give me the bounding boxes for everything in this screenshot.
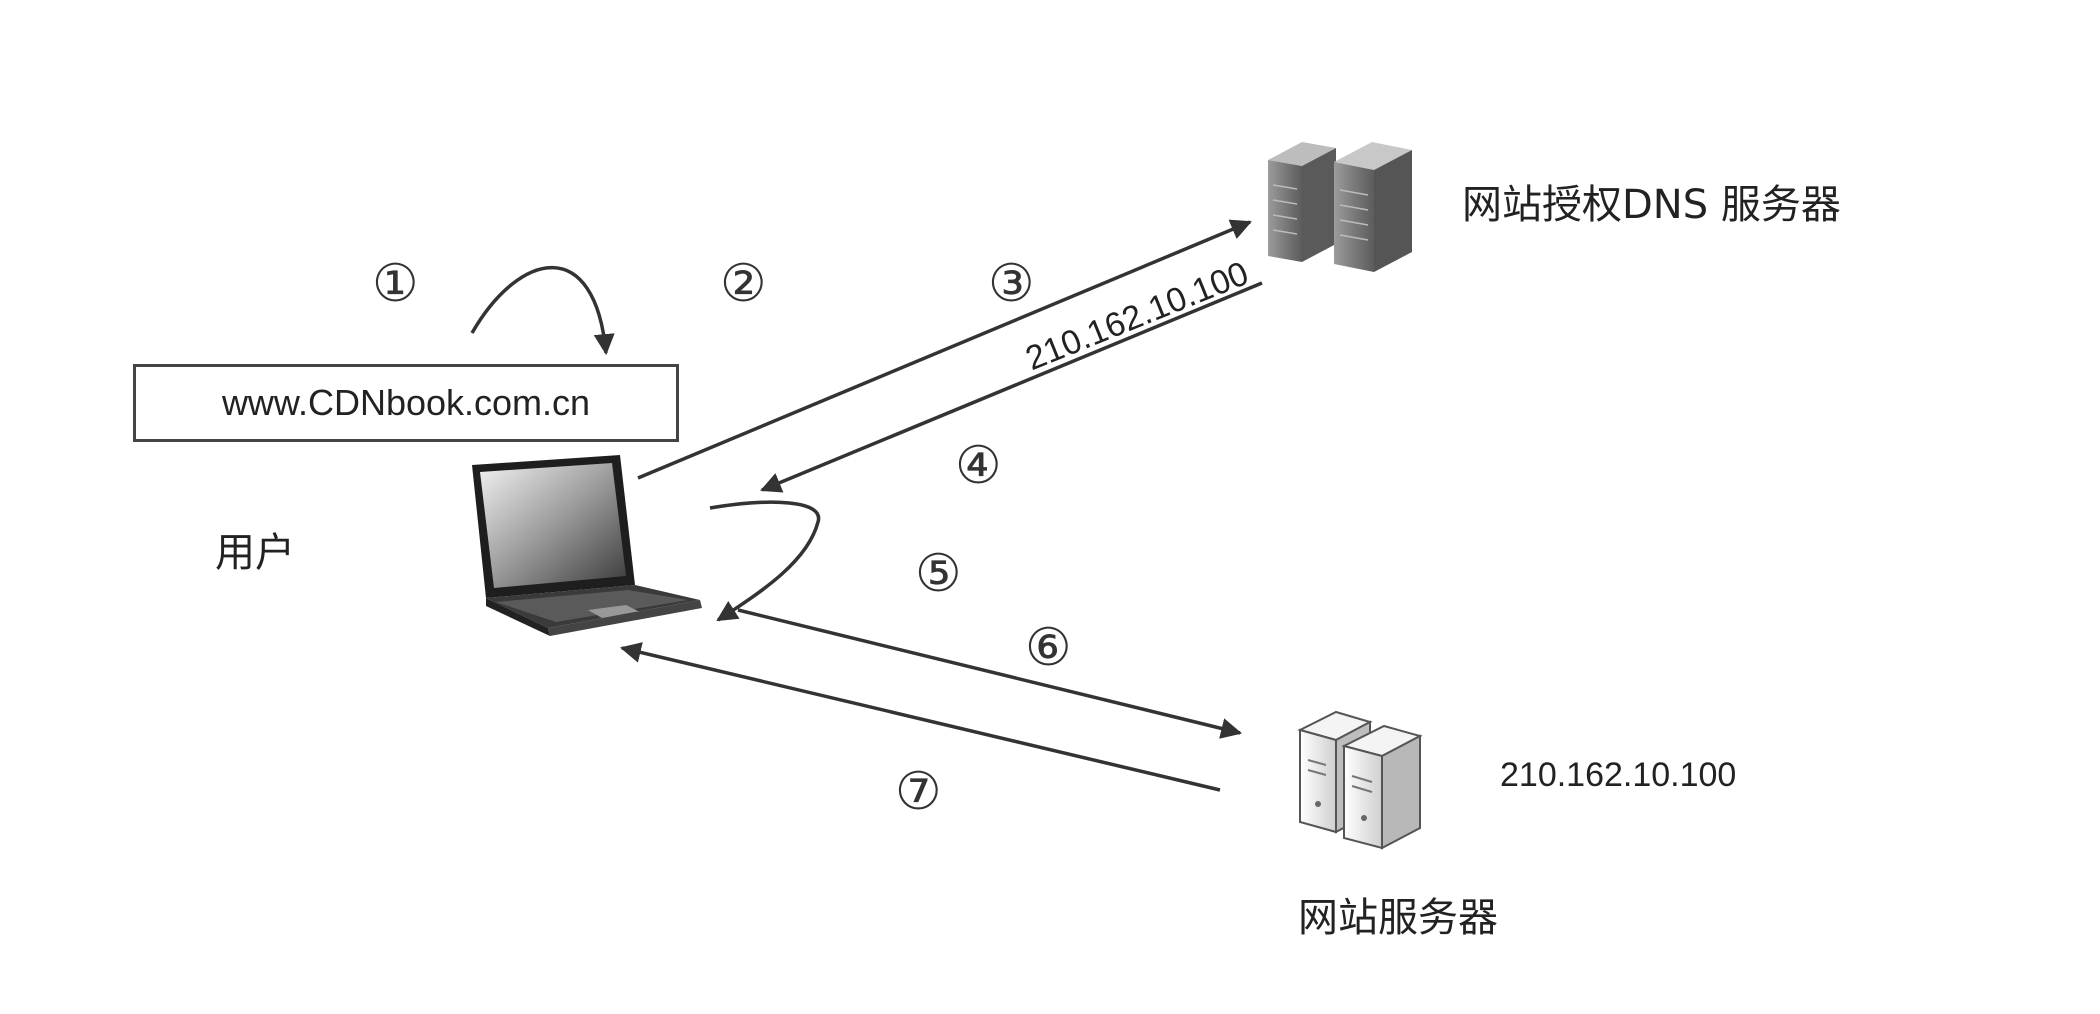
laptop-icon xyxy=(472,455,702,636)
step-7-marker: ⑦ xyxy=(895,762,942,822)
url-text: www.CDNbook.com.cn xyxy=(221,382,591,423)
arrow-step-7 xyxy=(619,642,1221,792)
dns-server-label: 网站授权DNS 服务器 xyxy=(1462,182,1841,228)
arrow-step-3 xyxy=(637,219,1252,480)
url-address-box: www.CDNbook.com.cn xyxy=(133,364,679,442)
step-4-marker: ④ xyxy=(955,436,1002,496)
step-2-marker: ② xyxy=(720,254,767,314)
step-3-marker: ③ xyxy=(988,254,1035,314)
step-1-marker: ① xyxy=(372,254,419,314)
arrow-step-1 xyxy=(470,265,615,356)
arrow-step-6 xyxy=(737,608,1243,739)
dns-server-icon xyxy=(1268,142,1412,272)
arrow-step-5 xyxy=(709,500,821,622)
step-5-marker: ⑤ xyxy=(915,544,962,604)
user-label: 用户 xyxy=(215,530,295,576)
web-server-ip: 210.162.10.100 xyxy=(1500,756,1737,794)
step-6-marker: ⑥ xyxy=(1025,618,1072,678)
web-server-icon xyxy=(1297,710,1423,850)
web-server-label: 网站服务器 xyxy=(1298,895,1498,941)
arrow-step-4 xyxy=(760,281,1263,493)
